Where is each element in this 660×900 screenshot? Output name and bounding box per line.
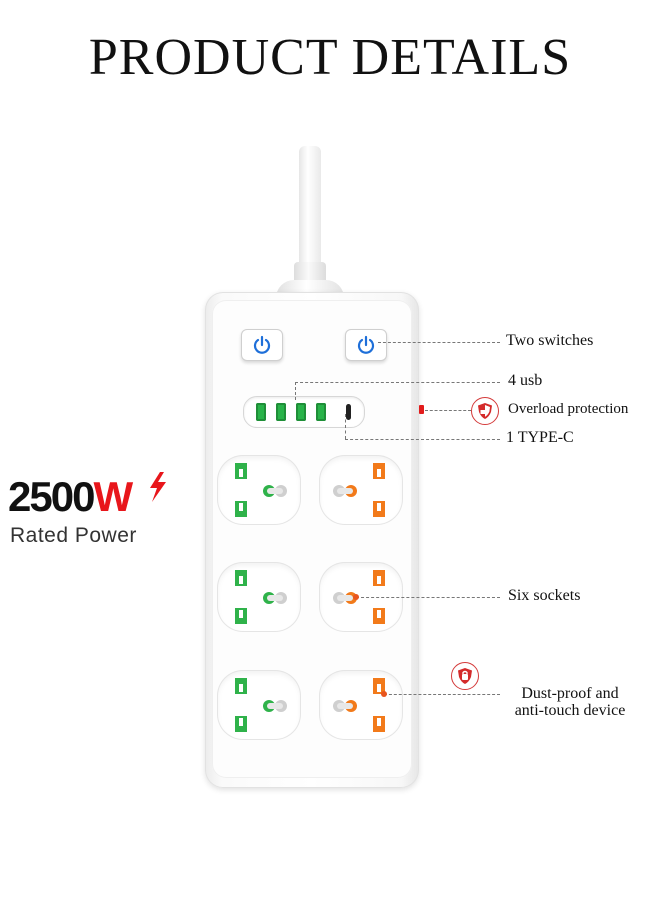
leader-typec (345, 439, 500, 440)
usb-port (296, 403, 306, 421)
switch-left (241, 329, 283, 361)
callout-usb: 4 usb (508, 372, 543, 389)
page-title: PRODUCT DETAILS (88, 29, 572, 86)
leader-usb (295, 382, 500, 383)
overload-badge (471, 397, 499, 425)
socket-outlet-icon (235, 570, 287, 624)
overload-led (419, 405, 424, 414)
socket (319, 670, 403, 740)
power-caption: Rated Power (10, 524, 137, 547)
power-icon (253, 335, 271, 354)
leader-overload (425, 410, 471, 411)
leader-typec-v (345, 414, 346, 439)
usb-port (256, 403, 266, 421)
socket (217, 670, 301, 740)
callout-dustproof: Dust-proof and anti-touch device (500, 685, 640, 719)
cord-collar (294, 262, 326, 284)
callout-dustproof-line2: anti-touch device (514, 702, 626, 719)
dustproof-badge (451, 662, 479, 690)
callout-typec: 1 TYPE-C (506, 429, 574, 446)
power-unit: W (93, 473, 133, 520)
socket (319, 455, 403, 525)
usb-panel (243, 396, 365, 428)
socket-outlet-icon (333, 463, 385, 517)
socket-outlet-icon (235, 678, 287, 732)
socket (217, 562, 301, 632)
callout-sockets: Six sockets (508, 587, 581, 604)
switch-right (345, 329, 387, 361)
socket-outlet-icon (333, 570, 385, 624)
lightning-bolt-icon (150, 472, 166, 502)
callout-overload: Overload protection (508, 401, 629, 417)
socket-outlet-icon (333, 678, 385, 732)
socket-outlet-icon (235, 463, 287, 517)
leader-dustproof (384, 694, 500, 695)
power-icon (357, 335, 375, 354)
leader-usb-v (295, 382, 296, 400)
leader-dot-dustproof (381, 691, 387, 697)
usb-port (276, 403, 286, 421)
power-rating: 2500W Rated Power (8, 472, 166, 548)
shield-lock-icon (458, 668, 472, 684)
usb-port (316, 403, 326, 421)
callout-dustproof-line1: Dust-proof and (521, 685, 619, 702)
power-value: 2500 (8, 473, 95, 520)
callout-switches: Two switches (506, 332, 594, 349)
power-cord (299, 146, 321, 276)
shield-icon (478, 403, 492, 419)
leader-sockets (356, 597, 500, 598)
leader-switches (378, 342, 500, 343)
typec-port (346, 404, 351, 420)
leader-dot-sockets (353, 594, 359, 600)
socket (217, 455, 301, 525)
